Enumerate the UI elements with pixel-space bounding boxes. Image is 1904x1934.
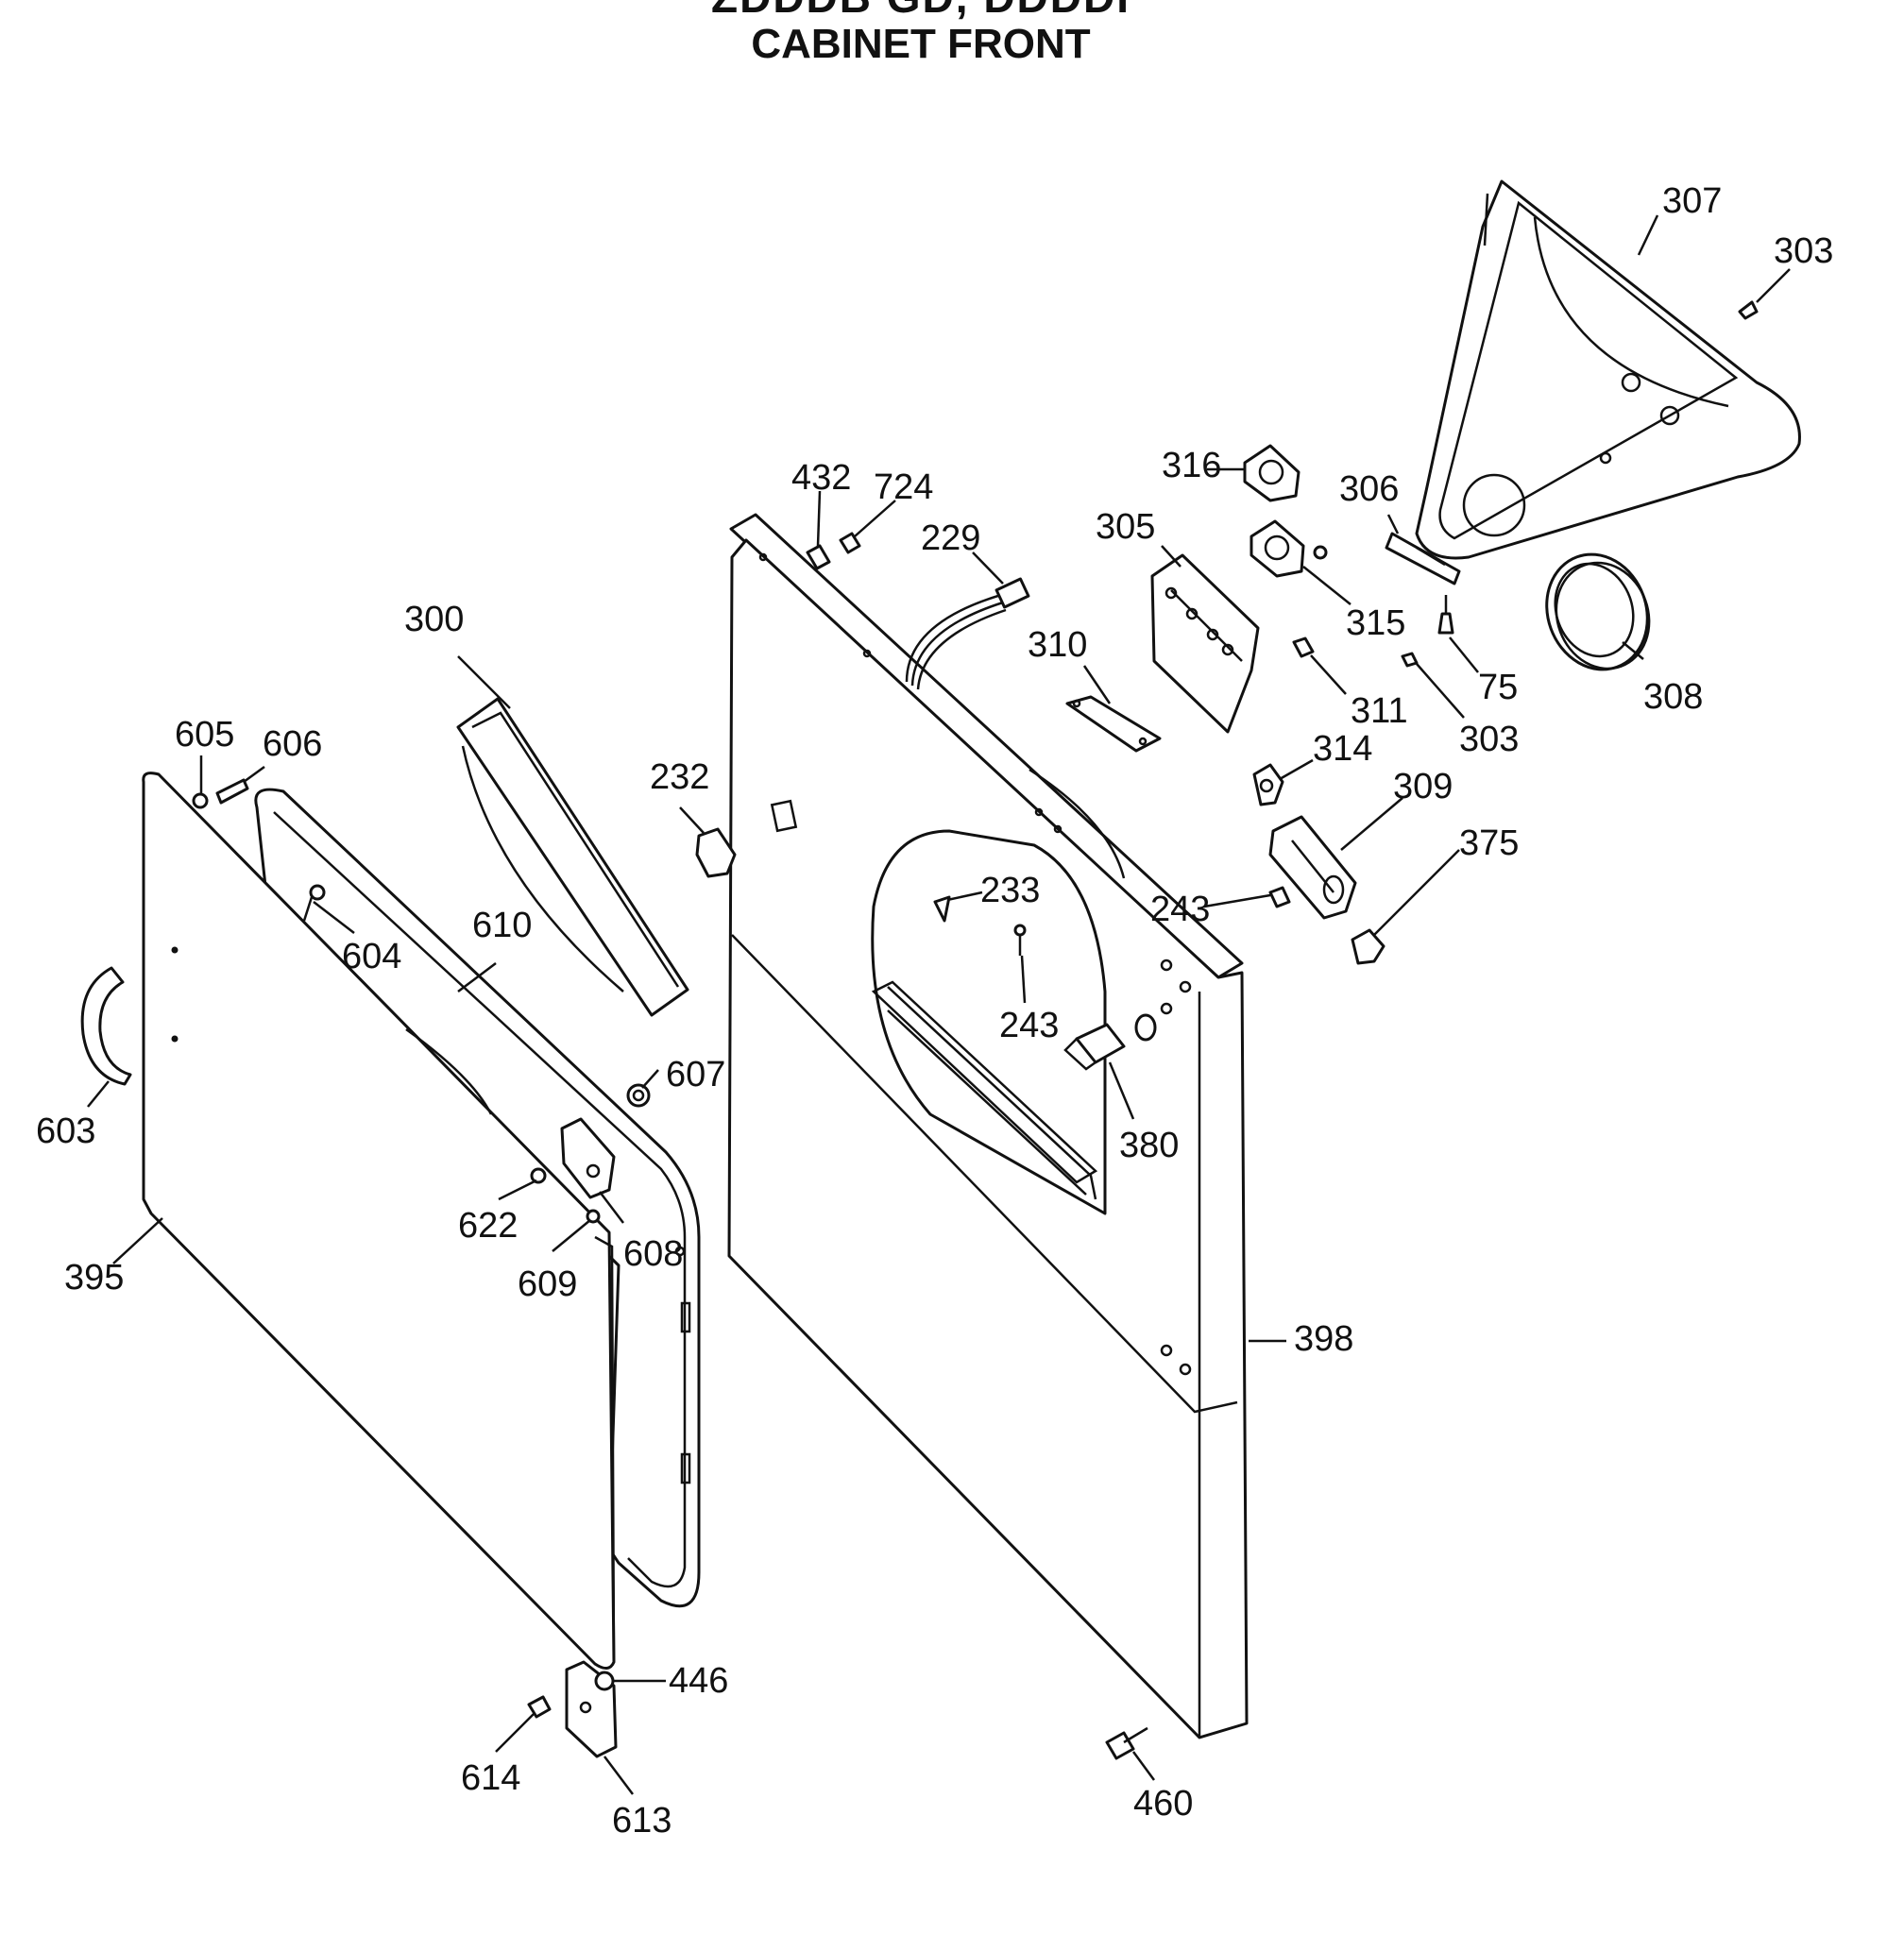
part-300-lint-housing	[456, 697, 689, 1017]
callout-316: 316	[1162, 446, 1221, 485]
part-446-washer	[594, 1671, 615, 1691]
callout-432: 432	[791, 458, 851, 498]
callout-608: 608	[623, 1234, 683, 1274]
part-398-front-panel	[727, 513, 1249, 1739]
part-316-thermostat	[1243, 444, 1300, 502]
callout-603: 603	[36, 1111, 95, 1151]
callout-614: 614	[461, 1758, 520, 1798]
callout-610: 610	[472, 906, 532, 945]
leader-lines	[87, 214, 1791, 1795]
callout-233: 233	[980, 871, 1040, 910]
callout-305: 305	[1096, 507, 1155, 547]
part-395-door-panel	[142, 772, 616, 1670]
part-232-hinge	[695, 827, 737, 878]
part-309-switch-plate	[1268, 815, 1357, 920]
callout-604: 604	[342, 937, 401, 976]
callout-460: 460	[1133, 1784, 1193, 1824]
part-604-screw	[302, 884, 326, 922]
part-303-screw-lower	[1401, 652, 1419, 668]
part-603-door-handle	[80, 966, 132, 1086]
part-233-screw	[933, 895, 951, 923]
part-311-clip	[1292, 636, 1315, 658]
part-375-lamp	[1351, 928, 1386, 965]
callout-395: 395	[64, 1258, 124, 1298]
callout-398: 398	[1294, 1319, 1353, 1359]
callout-613: 613	[612, 1801, 672, 1841]
part-229-wire-harness	[905, 577, 1030, 690]
callout-75: 75	[1478, 668, 1518, 707]
callout-724: 724	[874, 467, 933, 507]
part-614-screw	[527, 1695, 552, 1719]
callout-314: 314	[1313, 729, 1372, 769]
part-305-control-board	[1150, 553, 1260, 734]
callout-309: 309	[1393, 767, 1453, 806]
callout-243-center: 243	[999, 1006, 1059, 1045]
callout-229: 229	[921, 518, 980, 558]
part-310-plate	[1065, 695, 1162, 753]
part-380-door-switch	[1063, 1013, 1157, 1071]
part-606-screw	[215, 778, 249, 805]
callout-labels: 307 303 308 306 75 303 316 315 311 305 3…	[36, 181, 1833, 1841]
part-607-grommet	[626, 1083, 651, 1108]
part-314-sensor	[1252, 763, 1284, 806]
part-307-bulkhead	[1415, 179, 1801, 560]
part-243-screw-center	[1013, 924, 1027, 956]
part-75-screw	[1437, 595, 1454, 635]
callout-307: 307	[1662, 181, 1722, 221]
callout-232: 232	[650, 757, 709, 797]
callout-303-upper: 303	[1774, 231, 1833, 271]
callout-606: 606	[263, 724, 322, 764]
part-303-screw-upper	[1738, 300, 1759, 320]
callout-446: 446	[669, 1661, 728, 1701]
part-608-latch	[560, 1117, 616, 1199]
diagram-model-title: ZDDDB GD, DDDDI	[0, 0, 1842, 23]
part-308-seal-ring	[1545, 552, 1651, 671]
callout-311: 311	[1351, 691, 1408, 731]
part-609-screw	[586, 1209, 601, 1224]
part-724-screw	[839, 532, 861, 554]
callout-609: 609	[518, 1264, 577, 1304]
callout-315: 315	[1346, 603, 1405, 643]
part-605-washer	[192, 792, 209, 809]
part-432-clip	[806, 544, 831, 570]
part-306-bracket	[1385, 532, 1461, 585]
callout-303-lower: 303	[1459, 720, 1519, 759]
callout-243-right: 243	[1150, 890, 1210, 929]
callout-375: 375	[1459, 823, 1519, 863]
diagram-section-title: CABINET FRONT	[751, 21, 1091, 67]
callout-306: 306	[1339, 469, 1399, 509]
callout-380: 380	[1119, 1126, 1179, 1165]
part-243-screw-right	[1268, 886, 1291, 908]
callout-300: 300	[404, 600, 464, 639]
part-460-screw	[1105, 1726, 1148, 1760]
part-315-thermostat	[1250, 519, 1328, 578]
callout-310: 310	[1028, 625, 1087, 665]
callout-605: 605	[175, 715, 234, 755]
callout-622: 622	[458, 1206, 518, 1246]
callout-607: 607	[666, 1055, 725, 1094]
callout-308: 308	[1643, 677, 1703, 717]
part-622-screw	[530, 1167, 547, 1184]
